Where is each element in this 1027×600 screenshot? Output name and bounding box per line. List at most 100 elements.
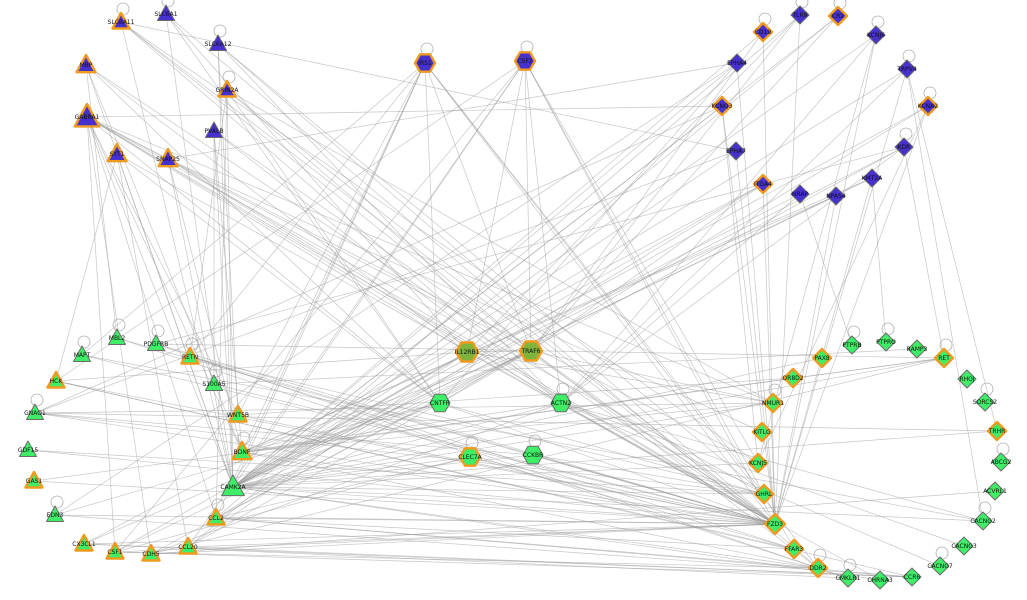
edge-GRIN2A-NMUR1 [226, 89, 774, 404]
node-PAX8[interactable]: PAX8 [811, 347, 833, 369]
node-TRPV4[interactable]: TRPV4 [896, 59, 917, 79]
node-CR2[interactable]: CR2 [827, 5, 849, 27]
edge-GABRA1-CSF1 [86, 116, 116, 553]
node-RET[interactable]: RET [933, 347, 955, 369]
edge-ACTN2-CACNG7 [560, 402, 941, 567]
node-TRAF6[interactable]: TRAF6 [518, 340, 544, 362]
node-CD19[interactable]: CD19 [752, 21, 774, 43]
edge-RETN-GHRL [189, 356, 765, 495]
node-CCL20[interactable]: CCL20 [178, 536, 198, 555]
node-SLC6A12[interactable]: SLC6A12 [205, 34, 232, 51]
tri-node-shape [75, 53, 97, 74]
edge-CSF2-ACTN2 [524, 60, 562, 404]
node-KCNA2[interactable]: KCNA2 [917, 95, 938, 117]
node-PTPRO[interactable]: PTPRO [876, 332, 896, 352]
edge-CAMK2A-KCNJ5 [232, 462, 759, 488]
node-GABRA1[interactable]: GABRA1 [73, 102, 101, 128]
edge-KMT2A-PTPRO [871, 177, 887, 343]
node-S100A5[interactable]: S100A5 [202, 374, 226, 391]
edge-GNAO1-GHRL [34, 412, 765, 495]
tri-node-shape [46, 505, 64, 522]
tri-node-shape [111, 11, 131, 30]
self-loop-CD19 [758, 12, 772, 26]
node-KDR[interactable]: KDR [894, 137, 914, 157]
node-FFAR3[interactable]: FFAR3 [783, 538, 805, 560]
node-CACNG3[interactable]: CACNG3 [951, 536, 977, 556]
edge-CNTFR-BDNF [241, 402, 441, 453]
node-TRHR[interactable]: TRHR [986, 420, 1008, 442]
node-KMT2A[interactable]: KMT2A [862, 168, 884, 188]
edge-PVALB-CAMK2A [213, 130, 234, 488]
edge-GABRA1-IL12RB1 [86, 116, 468, 353]
node-RAMP3[interactable]: RAMP3 [907, 339, 928, 359]
node-CX3CL1[interactable]: CX3CL1 [72, 533, 96, 552]
tri-node-shape [228, 404, 248, 423]
dia-node-shape [752, 173, 774, 195]
edge-MBL2-CMKLR1 [116, 337, 849, 579]
edge-CSF2-KCNJ5 [524, 60, 759, 464]
node-KCNJ6[interactable]: KCNJ6 [866, 25, 886, 45]
node-EDN3[interactable]: EDN3 [46, 505, 64, 522]
node-GAS1[interactable]: GAS1 [24, 470, 44, 489]
node-IRS1[interactable]: IRS1 [413, 53, 437, 73]
node-EPHA4[interactable]: EPHA4 [727, 53, 747, 73]
node-RHOJ[interactable]: RHOJ [957, 369, 977, 389]
node-PTPRB[interactable]: PTPRB [842, 335, 862, 355]
edge-GABRA1-CCL2 [86, 116, 217, 519]
node-SLC6A11[interactable]: SLC6A11 [108, 11, 135, 30]
node-CACNG2[interactable]: CACNG2 [970, 511, 996, 531]
edge-ITGA4-TRAF6 [530, 183, 764, 352]
dia-node-shape [902, 567, 922, 587]
node-ITGA4[interactable]: ITGA4 [752, 173, 774, 195]
node-SLC6A1[interactable]: SLC6A1 [154, 4, 178, 21]
node-ABCG2[interactable]: ABCG2 [991, 452, 1012, 472]
edge-CLEC7A-CCL2 [215, 456, 471, 519]
edge-MBP-MBL2 [85, 64, 118, 339]
self-loop-MBL2 [112, 318, 126, 332]
edge-TLR9-FZD3 [774, 14, 801, 525]
edge-BDNF-FZD3 [241, 451, 776, 525]
self-loop-TRPV4 [902, 49, 916, 63]
node-GNAO1[interactable]: GNAO1 [24, 403, 46, 420]
node-GDF15[interactable]: GDF15 [18, 440, 39, 457]
edge-IRS1-TRAF6 [424, 62, 532, 352]
dia-node-shape [807, 557, 829, 579]
edge-CLEC7A-CAMK2A [232, 456, 471, 488]
edge-SLC6A1-CAMK2A [165, 13, 234, 488]
edge-TRPV4-CAMK2A [232, 68, 908, 488]
node-HCK[interactable]: HCK [46, 370, 66, 389]
dia-node-shape [753, 483, 775, 505]
dia-node-shape [790, 184, 810, 204]
node-SORCS2[interactable]: SORCS2 [973, 392, 997, 412]
node-MBP[interactable]: MBP [75, 53, 97, 74]
node-KCNJ5[interactable]: KCNJ5 [747, 452, 769, 474]
edge-WNT5B-FZD3 [237, 414, 776, 525]
node-MAPT[interactable]: MAPT [73, 345, 91, 362]
node-CCR6[interactable]: CCR6 [902, 567, 922, 587]
node-FZD3[interactable]: FZD3 [763, 512, 787, 536]
edge-CDH5-ACVRL1 [150, 490, 996, 555]
edge-KDR-RET [903, 146, 945, 359]
dia-node-shape [986, 420, 1008, 442]
dia-node-shape [866, 25, 886, 45]
edge-SLC6A11-EPHA7 [120, 21, 737, 152]
edge-KDR-ACTN2 [560, 146, 905, 404]
node-ACVRL1[interactable]: ACVRL1 [983, 481, 1007, 501]
edge-SNAP25-ACTN2 [167, 158, 562, 404]
tri-node-shape [108, 328, 126, 345]
edge-TRPV4-ACTN2 [560, 68, 908, 404]
dia-node-shape [838, 568, 858, 588]
node-CACNG7[interactable]: CACNG7 [927, 556, 953, 576]
node-MBL2[interactable]: MBL2 [108, 328, 126, 345]
tri-node-shape [73, 102, 101, 128]
node-CNTFR[interactable]: CNTFR [429, 393, 451, 413]
node-CSF2[interactable]: CSF2 [513, 51, 537, 71]
edge-ITGA4-CAMK2A [232, 183, 764, 488]
node-EPHA7[interactable]: EPHA7 [726, 141, 746, 161]
edge-TRAF6-DDR2 [530, 350, 819, 569]
dia-node-shape [897, 59, 917, 79]
node-NPAS4[interactable]: NPAS4 [826, 186, 846, 206]
self-loop-CMKLR1 [843, 558, 857, 572]
dia-node-shape [711, 95, 733, 117]
